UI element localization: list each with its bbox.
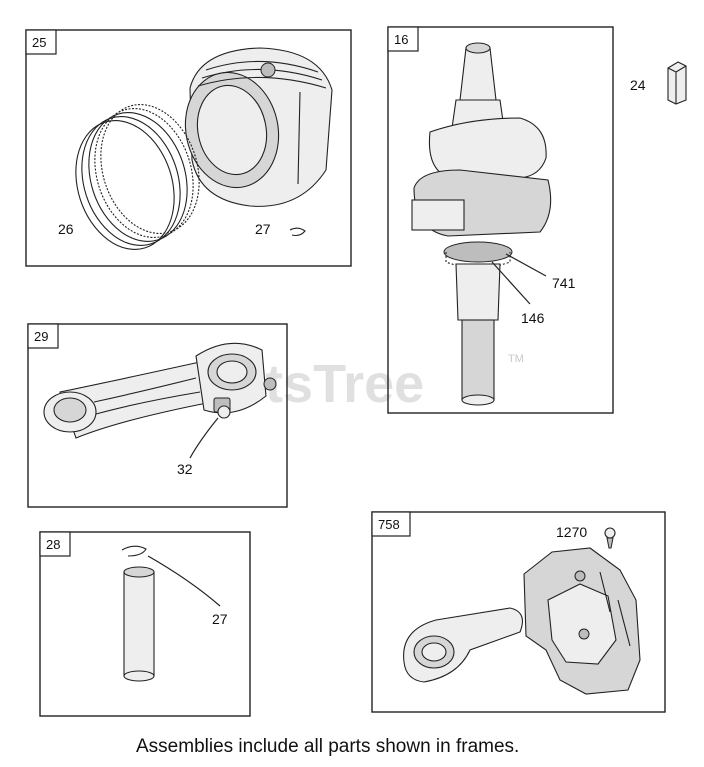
- footer-note: Assemblies include all parts shown in fr…: [136, 736, 519, 757]
- connecting-rod-illustration: [43, 342, 277, 439]
- frame-16-crankshaft-assembly[interactable]: 16 741 146: [387, 26, 614, 414]
- frame-25-tag-label: 25: [32, 35, 46, 50]
- frame-25-tag: [25, 29, 57, 55]
- leader-27-frame-28: [147, 555, 221, 607]
- crankshaft-illustration: [411, 42, 552, 406]
- frame-28-tag: [39, 531, 71, 557]
- frame-28-tag-label: 28: [46, 537, 60, 552]
- frame-29-tag-label: 29: [34, 329, 48, 344]
- piston-rings-illustration: [75, 104, 200, 250]
- frame-28-piston-pin-assembly[interactable]: 28 27: [39, 531, 251, 717]
- screw-illustration: [604, 527, 616, 549]
- frame-29-tag: [27, 323, 59, 349]
- leader-741: [505, 253, 547, 277]
- pin-clip-illustration: [121, 545, 147, 557]
- callout-1270: 1270: [556, 524, 587, 540]
- callout-146: 146: [521, 310, 545, 326]
- callout-32: 32: [177, 461, 193, 477]
- watermark-trademark: TM: [508, 353, 524, 365]
- callout-24: 24: [630, 77, 646, 93]
- frame-758-tag-label: 758: [378, 517, 400, 532]
- frame-758-balancer-assembly[interactable]: 758 1270: [371, 511, 666, 713]
- counterweight-illustration: [523, 547, 641, 695]
- piston-clip-illustration: [289, 227, 306, 237]
- leader-32: [189, 417, 219, 459]
- frame-758-tag: [371, 511, 411, 537]
- balancer-arm-illustration: [403, 607, 523, 683]
- frame-16-tag-label: 16: [394, 32, 408, 47]
- frame-25-piston-assembly[interactable]: 25 26 27: [25, 29, 352, 267]
- piston-illustration: [184, 47, 333, 207]
- part-24-key[interactable]: 24: [630, 61, 687, 105]
- callout-26: 26: [58, 221, 74, 237]
- piston-pin-illustration: [123, 566, 155, 682]
- leader-146: [491, 261, 531, 305]
- callout-741: 741: [552, 275, 576, 291]
- frame-16-tag: [387, 26, 419, 52]
- frame-29-connecting-rod-assembly[interactable]: 29 32: [27, 323, 288, 508]
- key-illustration: [667, 61, 687, 105]
- callout-27-frame-28: 27: [212, 611, 228, 627]
- callout-27-frame-25: 27: [255, 221, 271, 237]
